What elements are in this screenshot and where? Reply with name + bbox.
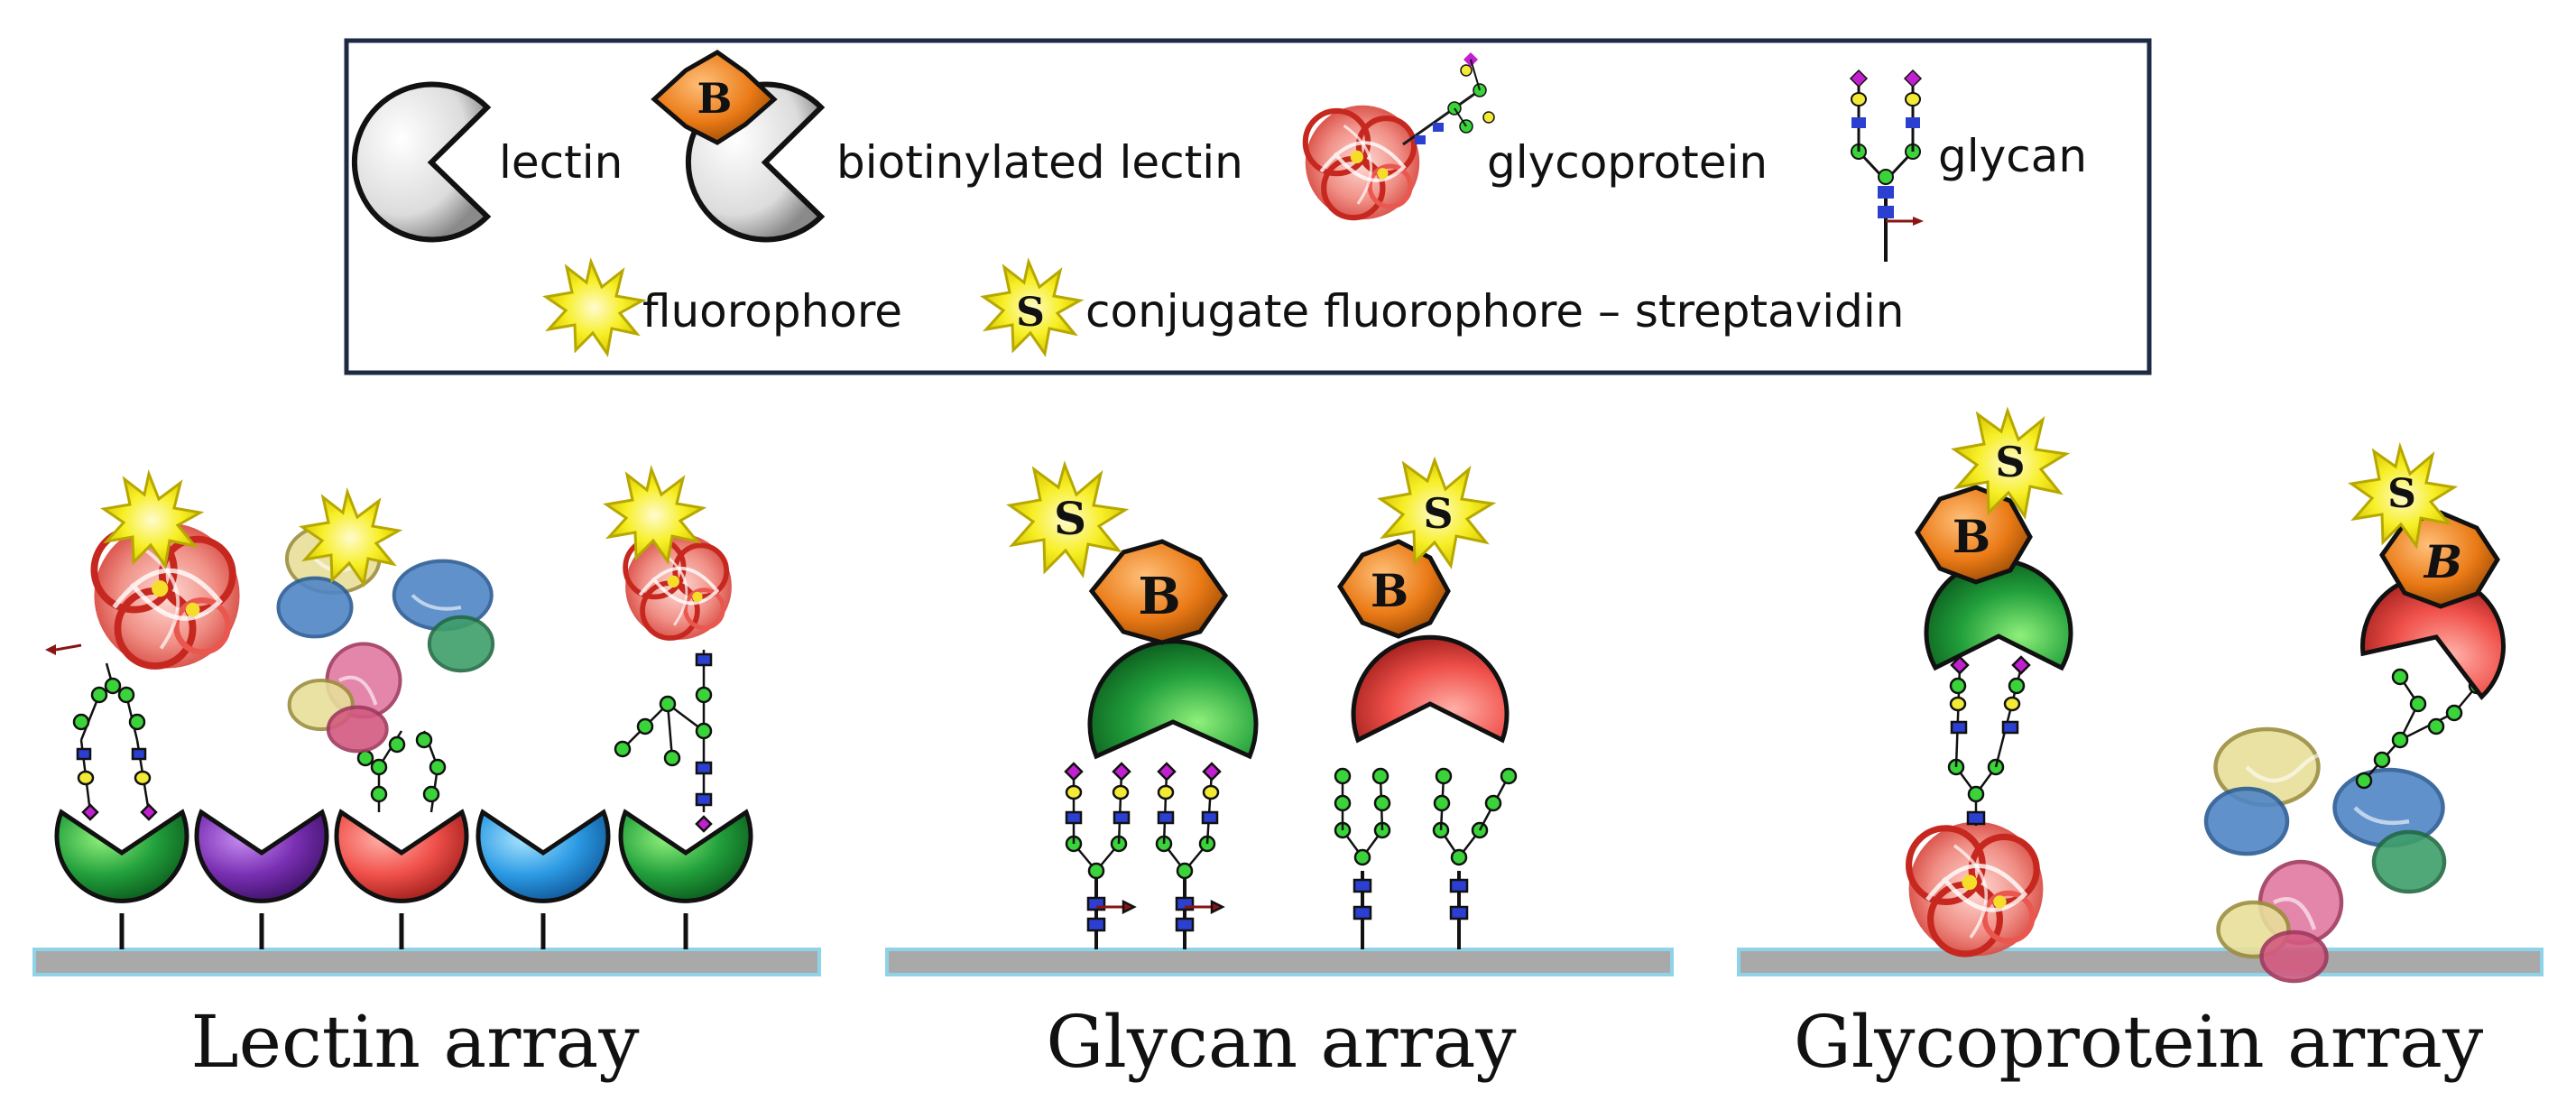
- glycan-legend-label: glycan: [1938, 130, 2087, 182]
- green-lectin: [54, 809, 189, 903]
- biotin: [1915, 485, 2033, 585]
- glycoprotein: [1909, 822, 2044, 957]
- glycan-array-caption: Glycan array: [1046, 1000, 1516, 1084]
- biotin-letter: B: [2423, 535, 2462, 588]
- biotin-letter: B: [1371, 564, 1408, 617]
- glycan-chain: [72, 662, 158, 821]
- streptavidin-letter: S: [1054, 492, 1086, 545]
- lectin-legend-label: lectin: [499, 136, 623, 189]
- lectin-array-surface: [32, 948, 821, 976]
- biotin-letter: B: [1953, 510, 1990, 563]
- glycoprotein-legend-icon: [1306, 52, 1495, 219]
- biotinylated-lectin-legend-icon: B: [651, 50, 826, 243]
- glycoprotein-legend-label: glycoprotein: [1487, 136, 1768, 189]
- fluorophore: [603, 464, 707, 565]
- streptavidin-fluorophore: [1377, 456, 1497, 569]
- biotin: [1336, 539, 1451, 639]
- glycan-legend-icon: [1849, 69, 1924, 262]
- glycan-chain: [614, 650, 713, 833]
- fluorophore: [100, 468, 205, 569]
- streptavidin-fluorophore: [1951, 406, 2071, 520]
- glycan-array-panel: B S B S Glycan array: [1006, 456, 1518, 1084]
- streptavidin-fluorophore: [2348, 441, 2459, 550]
- glycoprotein-array-panel: B S B S Glycoprotein array: [1794, 406, 2506, 1084]
- legend: lectin B biotinylated lectin glycoprotei…: [344, 38, 2152, 375]
- lectin-legend-icon: [351, 81, 492, 243]
- purple-lectin: [194, 809, 329, 903]
- biotin-letter: B: [1138, 567, 1180, 626]
- lectin-array-panel: Lectin array: [45, 464, 753, 1084]
- biotin-letter: B: [697, 74, 733, 123]
- conjugate-legend-icon: S: [980, 257, 1085, 357]
- streptavidin-fluorophore: [1006, 460, 1130, 578]
- legend-box: [344, 38, 2152, 375]
- conjugate-legend-label: conjugate fluorophore – streptavidin: [1085, 285, 1905, 338]
- glycan-array-surface: [885, 948, 1674, 976]
- glycan-chain: [1094, 871, 1461, 949]
- blue-lectin: [475, 809, 611, 903]
- glycoprotein-antibody: [2206, 729, 2444, 981]
- glycoprotein-array-surface: [1737, 948, 2544, 976]
- glycan-chain: [1947, 655, 2031, 826]
- array-surfaces: [32, 948, 2544, 976]
- red-lectin: [334, 809, 469, 903]
- fluorophore: [299, 486, 403, 587]
- biotinylated-lectin-legend-label: biotinylated lectin: [836, 136, 1243, 189]
- biotinylated-green-lectin: [1087, 639, 1259, 760]
- biotin: [1088, 539, 1229, 645]
- streptavidin-letter: S: [1016, 290, 1045, 336]
- streptavidin-letter: S: [2387, 471, 2416, 517]
- lectin-array-caption: Lectin array: [190, 1000, 639, 1084]
- green-lectin: [618, 809, 753, 903]
- streptavidin-letter: S: [1995, 438, 2025, 486]
- glycan-chain: [356, 730, 447, 813]
- biotinylated-red-lectin: [1351, 634, 1510, 744]
- fluorophore-legend-label: fluorophore: [642, 285, 902, 338]
- fluorophore-legend-icon: [542, 257, 647, 357]
- streptavidin-letter: S: [1423, 489, 1453, 538]
- glycoprotein-array-caption: Glycoprotein array: [1794, 1000, 2483, 1084]
